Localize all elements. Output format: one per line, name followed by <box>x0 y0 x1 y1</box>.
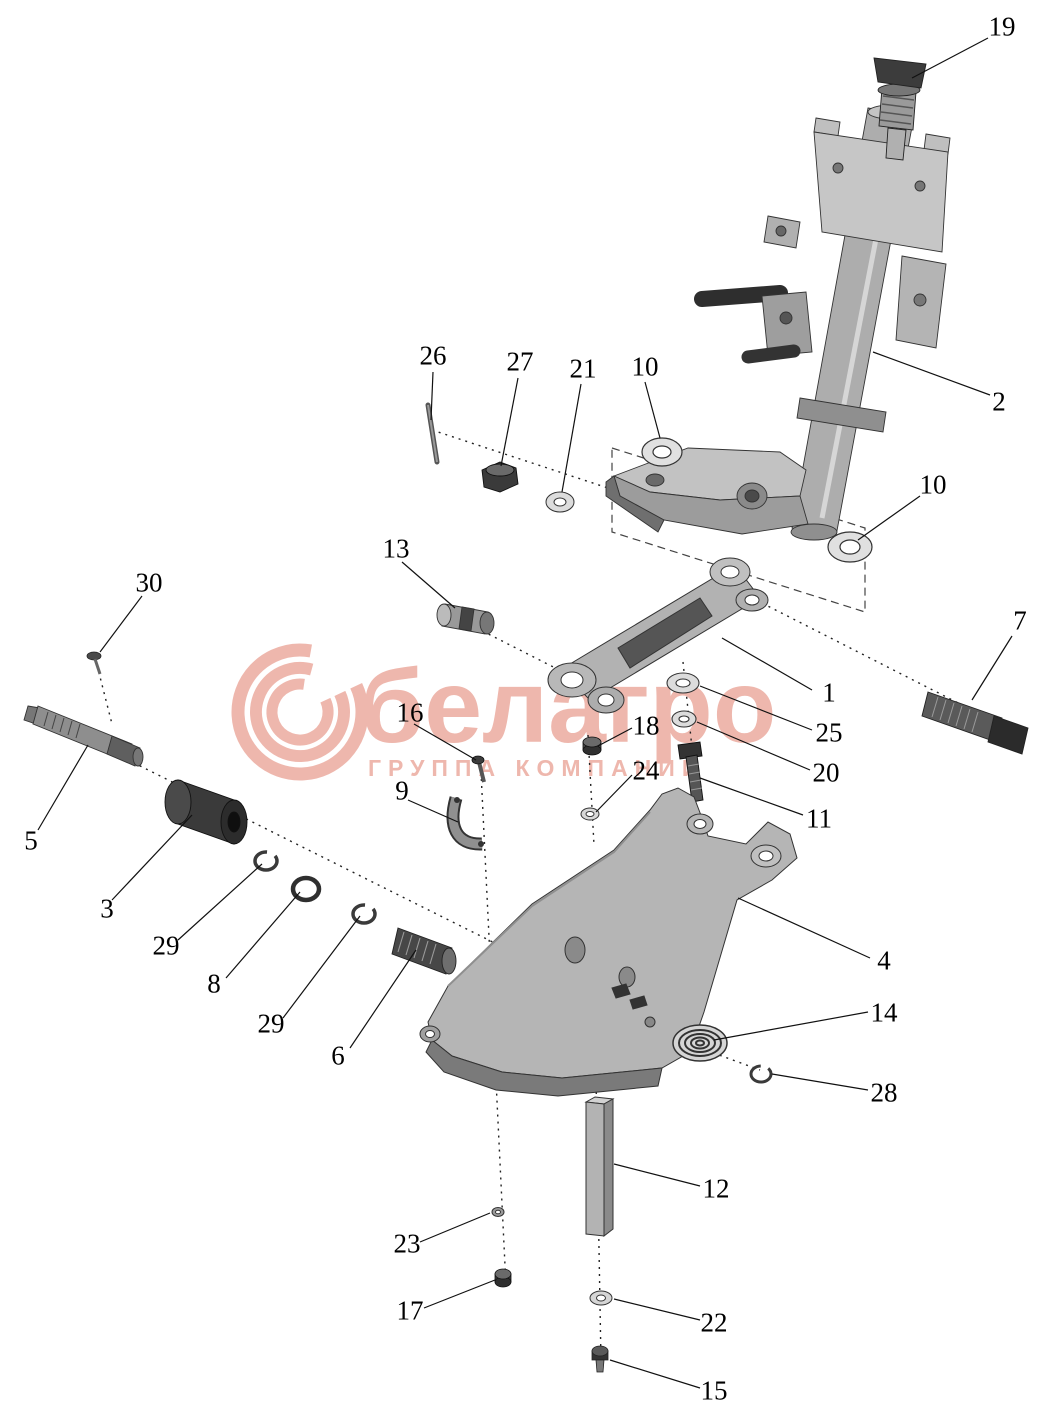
callout-25: 25 <box>815 717 843 748</box>
callout-18: 18 <box>632 710 660 741</box>
callout-15: 15 <box>700 1375 728 1406</box>
part-29-ring-lower <box>351 903 377 925</box>
callout-12: 12 <box>702 1173 730 1204</box>
callout-27: 27 <box>506 346 534 377</box>
callout-6: 6 <box>331 1040 345 1071</box>
callout-29-lower: 29 <box>257 1008 285 1039</box>
part-24-washer <box>580 807 600 821</box>
callout-19: 19 <box>988 11 1016 42</box>
callout-9: 9 <box>395 775 409 806</box>
part-8-ring <box>290 875 322 903</box>
callout-7: 7 <box>1013 605 1027 636</box>
callout-13: 13 <box>382 533 410 564</box>
part-30-screw <box>86 651 102 675</box>
callout-24: 24 <box>632 755 660 786</box>
part-25-washer <box>666 672 700 694</box>
callout-8: 8 <box>207 968 221 999</box>
callout-10-right: 10 <box>919 469 947 500</box>
part-22-washer <box>589 1290 613 1306</box>
part-19-cap-bolt <box>873 57 927 161</box>
part-13-bushing <box>436 603 495 635</box>
callout-16: 16 <box>396 697 424 728</box>
part-3-bushing <box>164 779 248 845</box>
part-29-ring-upper <box>253 850 279 872</box>
part-10-washer-left <box>641 437 683 467</box>
part-12-square-rod <box>584 1096 615 1238</box>
callout-10-left: 10 <box>631 351 659 382</box>
callout-4: 4 <box>877 945 891 976</box>
callout-14: 14 <box>870 997 898 1028</box>
callout-22: 22 <box>700 1307 728 1338</box>
part-1-lever <box>547 557 769 714</box>
callout-30: 30 <box>135 567 163 598</box>
part-11-bolt <box>677 741 704 803</box>
callout-29-upper: 29 <box>152 930 180 961</box>
callout-17: 17 <box>396 1295 424 1326</box>
part-7-bolt <box>921 691 1029 755</box>
part-21-washer <box>545 491 575 513</box>
part-27-nut <box>481 461 519 493</box>
part-15-bolt <box>591 1345 609 1373</box>
assembly-axis-lines <box>51 429 969 1363</box>
part-10-washer-right <box>827 531 873 563</box>
callout-21: 21 <box>569 353 597 384</box>
part-17-nut <box>494 1268 512 1288</box>
callout-23: 23 <box>393 1228 421 1259</box>
callout-20: 20 <box>812 757 840 788</box>
part-18-nut <box>582 736 602 756</box>
part-2-steering-column <box>605 104 951 541</box>
part-16-bolt <box>471 755 486 783</box>
callout-3: 3 <box>100 893 114 924</box>
part-14-spring <box>672 1024 728 1062</box>
callout-26: 26 <box>419 340 447 371</box>
callout-11: 11 <box>806 803 832 834</box>
part-6-threaded-pin <box>391 927 457 975</box>
part-23-grommet <box>491 1207 505 1217</box>
callout-5: 5 <box>24 825 38 856</box>
part-20-washer <box>671 710 697 728</box>
part-4-bracket <box>419 787 798 1097</box>
part-26-pin <box>425 402 440 465</box>
callout-28: 28 <box>870 1077 898 1108</box>
callout-2: 2 <box>992 386 1006 417</box>
part-9-clamp-strap <box>446 796 484 851</box>
callout-leader-lines <box>37 37 1013 1389</box>
watermark-subtitle-text: ГРУППА КОМПАНИЙ <box>368 754 705 781</box>
callout-1: 1 <box>822 677 836 708</box>
part-28-ring <box>749 1064 773 1084</box>
part-5-shaft <box>23 705 144 767</box>
